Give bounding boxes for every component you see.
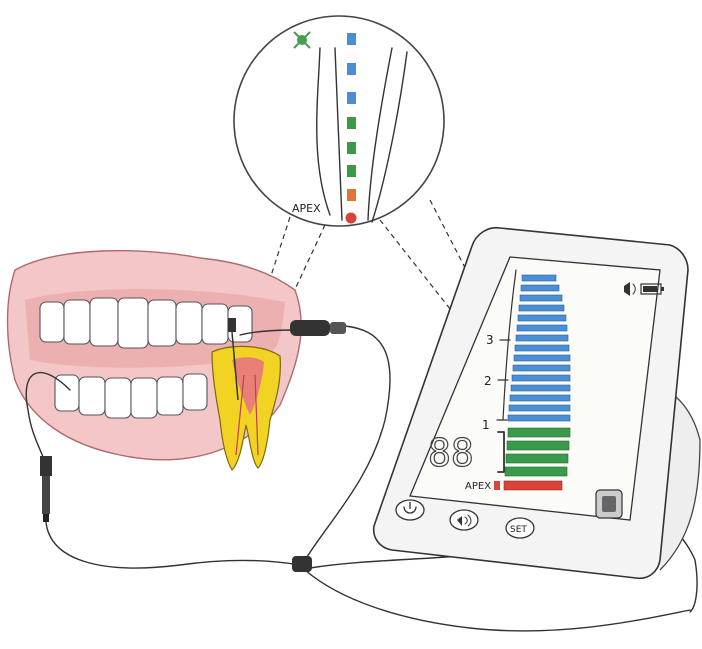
power-button[interactable] <box>396 500 424 520</box>
apex-label-magnified: APEX <box>292 202 321 215</box>
apex-label-device: APEX <box>465 481 491 492</box>
cable-splitter <box>292 556 312 572</box>
scale-marker-2: 2 <box>484 374 492 388</box>
scale-marker-1: 1 <box>482 418 490 432</box>
digit-display: 88 <box>428 431 474 475</box>
set-button-label: SET <box>510 525 527 535</box>
cable-port <box>596 490 622 518</box>
probe-connector <box>290 320 346 336</box>
sound-button[interactable] <box>450 510 478 530</box>
set-button[interactable]: SET <box>506 518 534 538</box>
mouth-model <box>8 251 302 522</box>
scale-marker-3: 3 <box>486 333 494 347</box>
lip-clip <box>40 456 52 522</box>
apex-locator-device: 3 2 1 APEX 88 SET <box>374 228 700 579</box>
red-apex-bar <box>494 481 562 490</box>
sectioned-tooth <box>212 346 280 470</box>
